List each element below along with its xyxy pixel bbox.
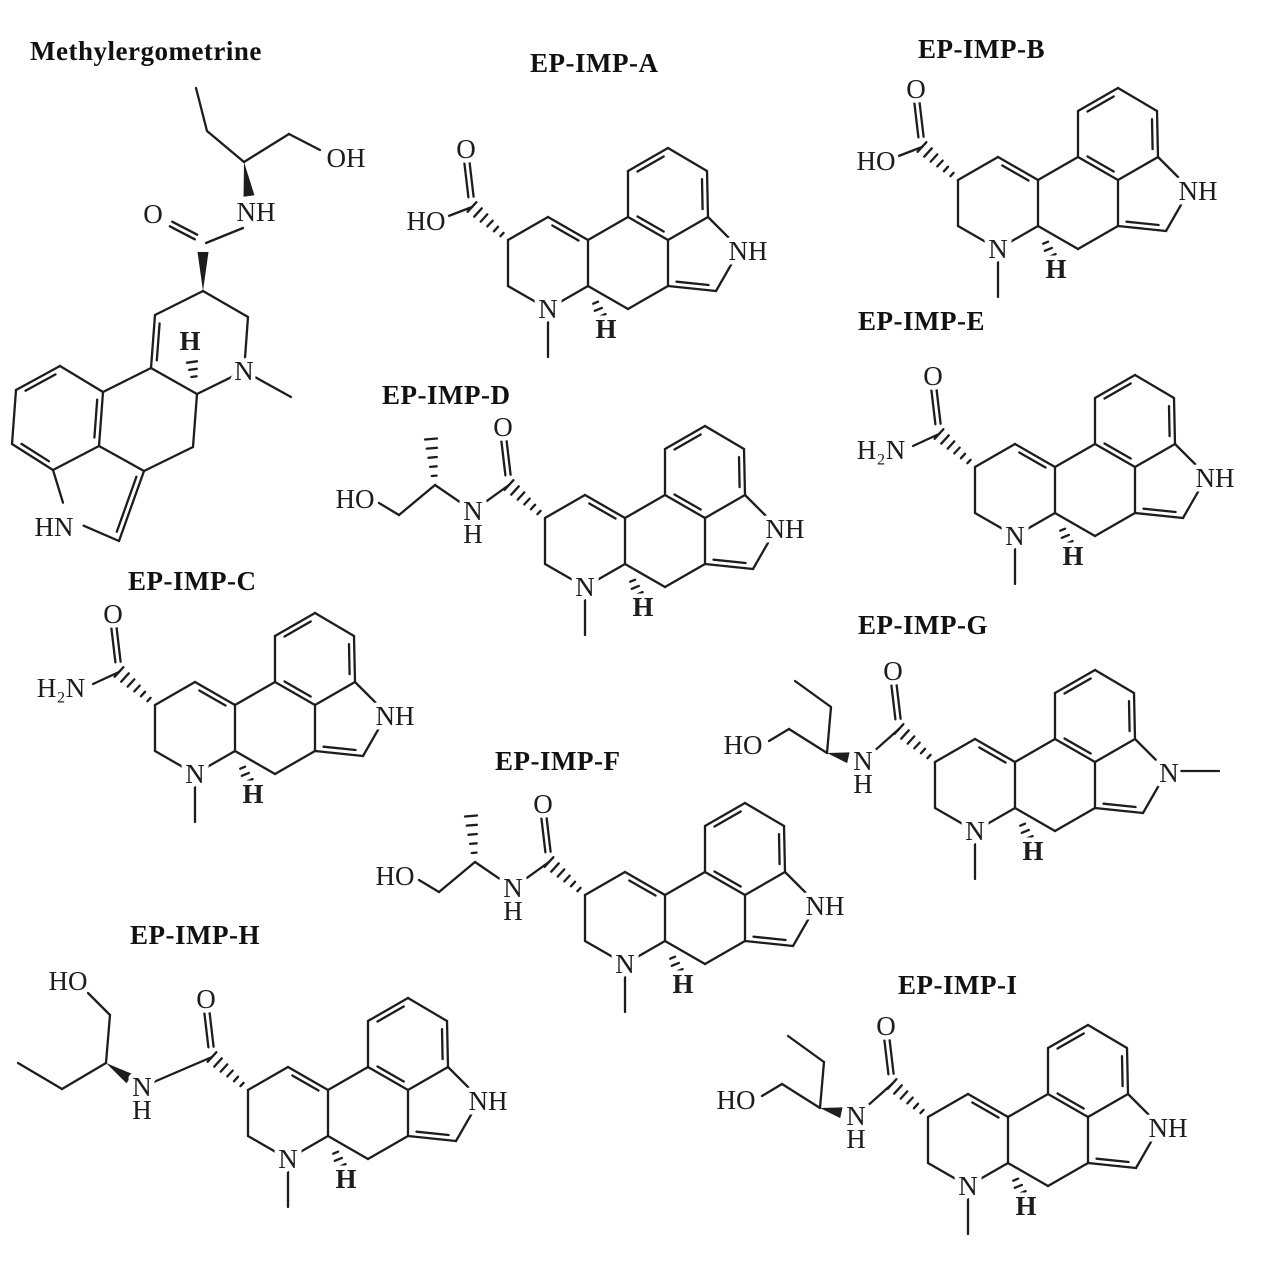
indole-n-label: NH [1196, 463, 1235, 493]
carbonyl-o-label: O [876, 1011, 896, 1041]
amine-label: H₂N [37, 673, 85, 703]
hydroxyl-label: HO [717, 1085, 756, 1115]
indole-n-label: NH [806, 891, 845, 921]
carbonyl-o-label: O [923, 361, 943, 391]
carbonyl-o-label: O [533, 789, 553, 819]
carbonyl-o-label: O [493, 412, 513, 442]
hydroxyl-label: HO [49, 966, 88, 996]
indole-n-label: NH [1149, 1113, 1188, 1143]
amide-n-label: N [503, 873, 523, 903]
amide-h-label: H [853, 769, 873, 799]
molecule-title-ep-imp-b: EP-IMP-B [918, 34, 1045, 64]
amide-n-label: N [132, 1072, 152, 1102]
amide-n-label: N [463, 496, 483, 526]
amide-h-label: H [463, 519, 483, 549]
ring-n-label: N [615, 949, 635, 979]
indole-n-label: NH [766, 514, 805, 544]
carbonyl-o-label: O [883, 656, 903, 686]
hydroxyl-label: HO [336, 484, 375, 514]
carbonyl-o-label: O [103, 599, 123, 629]
junction-h-label: H [335, 1164, 356, 1194]
amide-h-label: H [132, 1095, 152, 1125]
junction-h-label: H [672, 969, 693, 999]
molecule-title-ep-imp-e: EP-IMP-E [858, 306, 985, 336]
ring-n-label: N [538, 294, 558, 324]
ring-n-label: N [988, 234, 1008, 264]
carbonyl-o-label: O [906, 74, 926, 104]
indole-n-label: NH [376, 701, 415, 731]
molecule-title-ep-imp-d: EP-IMP-D [382, 380, 511, 410]
ring-n-label: N [234, 356, 254, 386]
junction-h-label: H [1022, 836, 1043, 866]
indole-n-label: NH [1179, 176, 1218, 206]
hydroxyl-label: OH [327, 143, 366, 173]
molecule-title-ep-imp-f: EP-IMP-F [495, 746, 621, 776]
hydroxyl-label: HO [724, 730, 763, 760]
structure-ep-imp-e: H O H₂N N NH [852, 357, 1239, 586]
junction-h-label: H [1045, 254, 1066, 284]
molecule-title-ep-imp-c: EP-IMP-C [128, 566, 257, 596]
junction-h-label: H [179, 326, 200, 356]
ring-n-label: N [1005, 521, 1025, 551]
junction-h-label: H [1062, 541, 1083, 571]
amide-n-label: N [846, 1101, 866, 1131]
indole-n-label: N [1159, 758, 1179, 788]
carbonyl-o-label: O [456, 134, 476, 164]
molecule-title-ep-imp-i: EP-IMP-I [898, 970, 1018, 1000]
indole-n-label: NH [729, 236, 768, 266]
molecule-title-ep-imp-h: EP-IMP-H [130, 920, 260, 950]
hydroxyl-label: HO [376, 861, 415, 891]
amide-h-label: H [846, 1124, 866, 1154]
junction-h-label: H [242, 779, 263, 809]
molecule-title-ep-imp-g: EP-IMP-G [858, 610, 988, 640]
ring-n-label: N [958, 1171, 978, 1201]
amide-h-label: H [503, 896, 523, 926]
ring-n-label: N [185, 759, 205, 789]
amide-nh-label: NH [237, 197, 276, 227]
structure-ep-imp-c: H O H₂N N NH [32, 595, 419, 824]
ring-n-label: N [278, 1144, 298, 1174]
junction-h-label: H [632, 592, 653, 622]
ring-n-label: N [575, 572, 595, 602]
junction-h-label: H [595, 314, 616, 344]
junction-h-label: H [1015, 1191, 1036, 1221]
ring-n-label: N [965, 816, 985, 846]
amine-label: H₂N [857, 435, 905, 465]
amide-n-label: N [853, 746, 873, 776]
hydroxyl-label: HO [857, 146, 896, 176]
molecule-title-methylergometrine: Methylergometrine [30, 36, 262, 66]
molecule-title-ep-imp-a: EP-IMP-A [530, 48, 659, 78]
carbonyl-o-label: O [196, 984, 216, 1014]
carbonyl-o-label: O [143, 199, 163, 229]
indole-n-label: NH [469, 1086, 508, 1116]
indole-n-label: HN [35, 512, 74, 542]
hydroxyl-label: HO [407, 206, 446, 236]
